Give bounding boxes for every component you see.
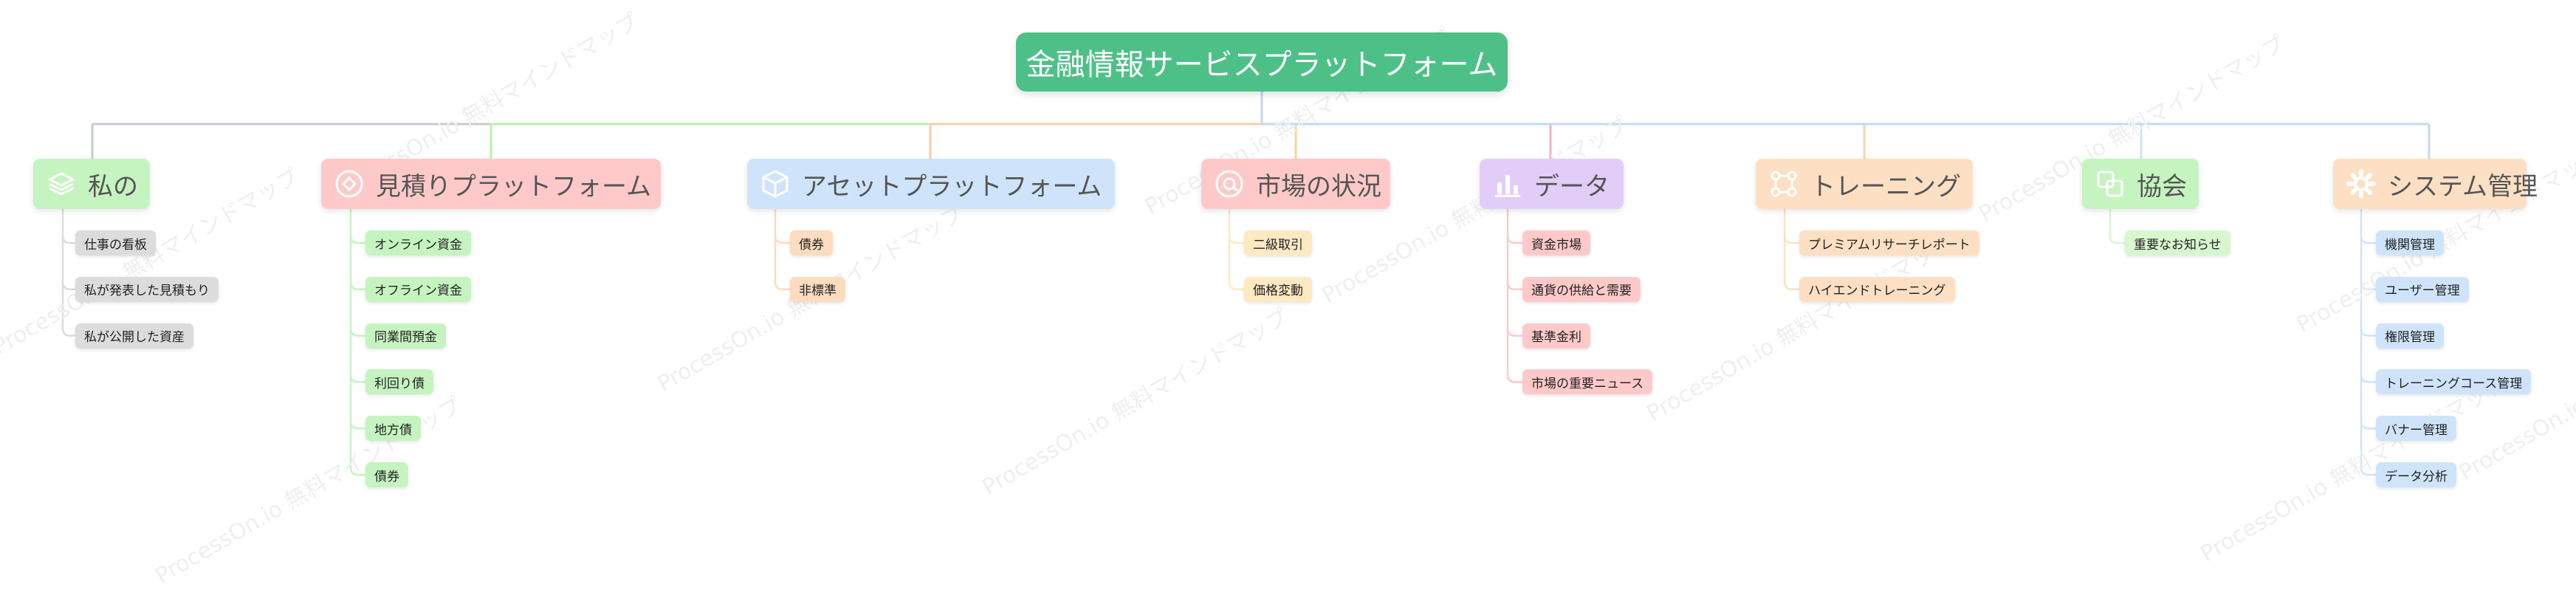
leaf-line-data-2	[1506, 328, 1522, 337]
subtopic-system-2[interactable]: ユーザー管理	[2376, 276, 2469, 302]
leaf-line-assoc-0	[2109, 235, 2125, 244]
subtopic-training-1[interactable]: プレミアムリサーチレポート	[1799, 230, 1979, 255]
topic-label: トレーニング	[1810, 171, 1961, 202]
cube-icon	[762, 170, 789, 198]
topic-quote[interactable]: 見積りプラットフォーム	[321, 159, 661, 209]
leaf-line-my-0	[61, 235, 75, 244]
subtopic-data-2[interactable]: 通貨の供給と需要	[1522, 276, 1641, 302]
leaf-line-quote-2	[349, 328, 365, 337]
subtopic-system-6[interactable]: データ分析	[2376, 462, 2456, 487]
leaf-line-training-1	[1783, 281, 1799, 291]
nodes-icon	[1770, 171, 1797, 197]
root-topic[interactable]: 金融情報サービスプラットフォーム	[1016, 32, 1508, 92]
subtopic-asset-1[interactable]: 債券	[790, 230, 833, 255]
bar-chart-icon	[1495, 175, 1520, 197]
leaf-line-system-0	[2360, 235, 2376, 244]
leaf-line-market-1	[1228, 281, 1244, 291]
connector-lines	[61, 92, 2431, 476]
leaf-line-data-1	[1506, 281, 1522, 291]
leaf-line-quote-5	[349, 467, 365, 476]
subtopic-quote-5[interactable]: 地方債	[365, 416, 421, 442]
subtopic-quote-1[interactable]: オンライン資金	[365, 230, 471, 255]
subtopic-my-3[interactable]: 私が公開した資産	[75, 323, 193, 349]
at-icon	[1215, 170, 1243, 198]
subtopic-system-1[interactable]: 機関管理	[2376, 230, 2444, 255]
leaf-line-system-5	[2360, 467, 2376, 476]
leaf-line-system-2	[2360, 328, 2376, 337]
subtopic-quote-2[interactable]: オフライン資金	[365, 276, 471, 302]
subtopic-data-1[interactable]: 資金市場	[1522, 230, 1590, 255]
leaf-line-asset-1	[774, 281, 790, 291]
leaf-line-asset-0	[774, 235, 790, 244]
leaf-line-quote-3	[349, 374, 365, 383]
topic-training[interactable]: トレーニング	[1756, 159, 1973, 209]
leaf-line-quote-1	[349, 281, 365, 291]
leaf-line-data-0	[1506, 235, 1522, 244]
topic-my[interactable]: 私の	[33, 159, 150, 209]
subtopic-market-1[interactable]: 二級取引	[1244, 230, 1312, 255]
leaf-line-quote-4	[349, 421, 365, 430]
subtopic-data-3[interactable]: 基準金利	[1522, 323, 1590, 349]
subtopic-my-1[interactable]: 仕事の看板	[75, 230, 156, 255]
topic-data[interactable]: データ	[1480, 159, 1624, 209]
topic-assoc[interactable]: 協会	[2082, 159, 2199, 209]
leaf-line-my-1	[61, 281, 75, 291]
leaf-line-quote-0	[349, 235, 365, 244]
leaf-line-system-4	[2360, 421, 2376, 430]
subtopic-asset-2[interactable]: 非標準	[790, 276, 845, 302]
subtopic-market-2[interactable]: 価格変動	[1244, 276, 1312, 302]
layers-icon	[48, 172, 75, 196]
subtopic-training-2[interactable]: ハイエンドトレーニング	[1799, 276, 1955, 302]
subtopic-system-4[interactable]: トレーニングコース管理	[2376, 369, 2532, 395]
subtopic-assoc-1[interactable]: 重要なお知らせ	[2125, 230, 2230, 255]
topic-market[interactable]: 市場の状況	[1201, 159, 1390, 209]
topic-label: 見積りプラットフォーム	[376, 171, 651, 202]
topic-label: データ	[1534, 171, 1610, 202]
subtopic-my-2[interactable]: 私が発表した見積もり	[75, 276, 219, 302]
subtopic-quote-6[interactable]: 債券	[365, 462, 408, 487]
leaf-line-market-0	[1228, 235, 1244, 244]
topic-label: システム管理	[2388, 171, 2538, 202]
gear-icon	[2346, 169, 2376, 199]
topic-system[interactable]: システム管理	[2333, 159, 2538, 209]
leaf-line-system-1	[2360, 281, 2376, 291]
subtopic-system-5[interactable]: バナー管理	[2376, 416, 2456, 442]
topic-label: 協会	[2137, 171, 2187, 202]
subtopic-quote-4[interactable]: 利回り債	[365, 369, 433, 395]
subtopic-system-3[interactable]: 権限管理	[2376, 323, 2444, 349]
target-icon	[335, 170, 363, 198]
leaf-line-my-2	[61, 328, 75, 337]
topic-label: アセットプラットフォーム	[802, 171, 1102, 202]
overlap-squares-icon	[2097, 171, 2123, 197]
subtopic-data-4[interactable]: 市場の重要ニュース	[1522, 369, 1653, 395]
leaf-line-data-3	[1506, 374, 1522, 383]
topic-label: 市場の状況	[1256, 171, 1381, 202]
topic-asset[interactable]: アセットプラットフォーム	[747, 159, 1115, 209]
topic-label: 私の	[88, 171, 138, 202]
leaf-line-system-3	[2360, 374, 2376, 383]
subtopic-quote-3[interactable]: 同業間預金	[365, 323, 446, 349]
leaf-line-training-0	[1783, 235, 1799, 244]
root-topic-label: 金融情報サービスプラットフォーム	[1026, 48, 1498, 82]
